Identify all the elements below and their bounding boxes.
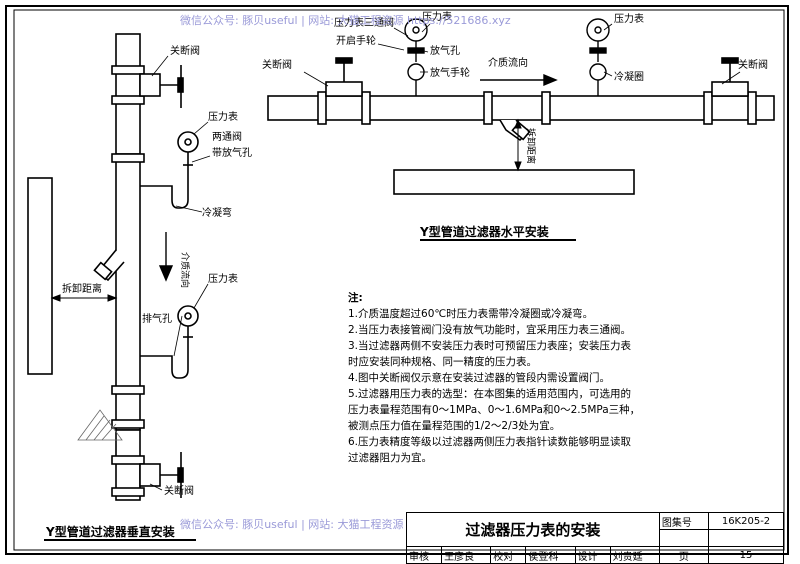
removal-distance-h	[514, 118, 522, 172]
hatch-mark	[77, 409, 123, 441]
horizontal-dismantle-pipe	[393, 169, 635, 195]
notes-block: 注: 1.介质温度超过60℃时压力表需带冷凝圈或冷凝弯。 2.当压力表接管阀门没…	[348, 290, 698, 466]
label-two-way-valve: 两通阀	[212, 130, 242, 143]
note-item: 时应安装同种规格、同一精度的压力表。	[348, 356, 537, 368]
review-label: 审核	[405, 546, 443, 564]
notes-heading: 注:	[348, 292, 363, 304]
vertical-pipe-upper	[115, 33, 141, 155]
page-no: 15	[708, 546, 784, 564]
label-pressure-gauge-h1: 压力表	[422, 10, 452, 23]
note-item: 3.当过滤器两侧不安装压力表时可预留压力表座；安装压力表	[348, 340, 632, 352]
label-pressure-gauge-v1: 压力表	[208, 110, 238, 123]
left-shutoff-valve	[325, 81, 363, 97]
flow-arrow-horizontal	[480, 73, 558, 87]
drawing-title: 过滤器压力表的安装	[406, 512, 660, 547]
note-item: 2.当压力表接管阀门没有放气功能时，宜采用压力表三通阀。	[348, 324, 632, 336]
label-vent-hole: 排气孔	[142, 312, 172, 325]
inner-frame	[13, 9, 785, 551]
note-item: 4.图中关断阀仅示意在安装过滤器的管段内需设置阀门。	[348, 372, 611, 384]
label-opening-handwheel: 开启手轮	[336, 34, 376, 47]
page-label: 页	[658, 546, 710, 564]
reviewer: 王彦良	[441, 546, 492, 564]
label-shutoff-valve-hr: 关断阀	[738, 58, 768, 71]
label-gauge-three-way-valve: 压力表三通阀	[334, 16, 394, 29]
designer: 刘贵廷	[609, 546, 660, 564]
title-horizontal: Y型管道过滤器水平安装	[419, 224, 549, 239]
watermark-top: 微信公众号: 豚贝useful | 网站: 大猫工程资源 https://521…	[180, 14, 511, 27]
removal-distance-dimension	[50, 294, 118, 302]
upper-pressure-gauge	[177, 131, 199, 153]
upper-shutoff-valve	[139, 73, 161, 97]
note-item: 5.过滤器用压力表的选型：在本图集的适用范围内，可选用的	[348, 388, 632, 400]
title-vertical: Y型管道过滤器垂直安装	[45, 524, 175, 539]
label-condensing-elbow: 冷凝弯	[202, 206, 232, 219]
note-item: 被测点压力值在量程范围的1/2～2/3处为宜。	[348, 420, 561, 432]
atlas-no: 16K205-2	[708, 512, 784, 530]
lower-shutoff-valve	[139, 463, 161, 487]
label-shutoff-valve-hl: 关断阀	[262, 58, 292, 71]
note-item: 过滤器阻力为宜。	[348, 452, 432, 464]
label-pressure-gauge-h2: 压力表	[614, 12, 644, 25]
label-medium-flow-v: 介质流向	[179, 252, 191, 288]
label-vent-hole-h: 放气孔	[430, 44, 460, 57]
label-shutoff-valve-bottom: 关断阀	[164, 484, 194, 497]
design-label: 设计	[574, 546, 611, 564]
horizontal-installation	[267, 57, 775, 195]
check-label: 校对	[490, 546, 527, 564]
label-with-vent-hole: 带放气孔	[212, 146, 252, 159]
checker: 侯登科	[525, 546, 576, 564]
note-item: 压力表量程范围有0～1MPa、0～1.6MPa和0～2.5MPa三种，	[348, 404, 641, 416]
vertical-installation	[27, 33, 199, 501]
horizontal-main-pipe	[267, 95, 775, 121]
label-vent-handwheel: 放气手轮	[430, 66, 470, 79]
vertical-pipe-mid	[115, 159, 141, 431]
atlas-no-label: 图集号	[658, 512, 710, 530]
flow-arrow-vertical	[158, 232, 174, 282]
outer-frame	[5, 5, 789, 555]
side-pipe	[27, 177, 53, 375]
right-shutoff-valve	[711, 81, 749, 97]
watermark-bottom: 微信公众号: 豚贝useful | 网站: 大猫工程资源	[180, 518, 404, 531]
title-block: 过滤器压力表的安装 图集号 16K205-2 审核 王彦良 校对 侯登科 设计 …	[405, 512, 784, 564]
label-condensing-ring: 冷凝圈	[614, 70, 644, 83]
label-medium-flow-h: 介质流向	[488, 56, 528, 69]
note-item: 6.压力表精度等级以过滤器两侧压力表指针读数能够明显读取	[348, 436, 632, 448]
label-shutoff-valve-top: 关断阀	[170, 44, 200, 57]
label-removal-distance-h: 拆卸距离	[525, 128, 537, 164]
note-item: 1.介质温度超过60℃时压力表需带冷凝圈或冷凝弯。	[348, 308, 594, 320]
label-pressure-gauge-v2: 压力表	[208, 272, 238, 285]
label-removal-distance: 拆卸距离	[62, 282, 102, 295]
